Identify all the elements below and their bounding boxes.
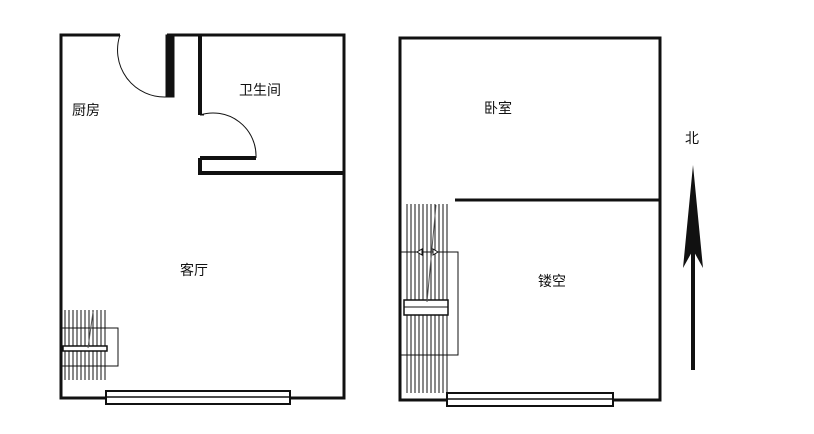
kitchen-door-swing bbox=[117, 34, 167, 98]
bathroom-wall-lower bbox=[198, 156, 344, 175]
outer-wall bbox=[59, 33, 346, 400]
north-label: 北 bbox=[685, 128, 699, 148]
upper-floor-plan bbox=[398, 36, 662, 407]
room-label-bedroom: 卧室 bbox=[484, 98, 512, 118]
room-label-kitchen: 厨房 bbox=[72, 100, 100, 120]
staircase bbox=[400, 204, 459, 393]
room-label-living-room: 客厅 bbox=[180, 260, 208, 280]
room-label-void: 镂空 bbox=[538, 271, 566, 291]
bathroom-door-swing bbox=[199, 112, 257, 159]
room-label-bathroom: 卫生间 bbox=[239, 80, 281, 100]
north-arrow-icon bbox=[683, 165, 703, 370]
staircase bbox=[61, 310, 119, 380]
lower-floor-plan bbox=[59, 33, 346, 405]
wall-stub bbox=[165, 34, 175, 98]
